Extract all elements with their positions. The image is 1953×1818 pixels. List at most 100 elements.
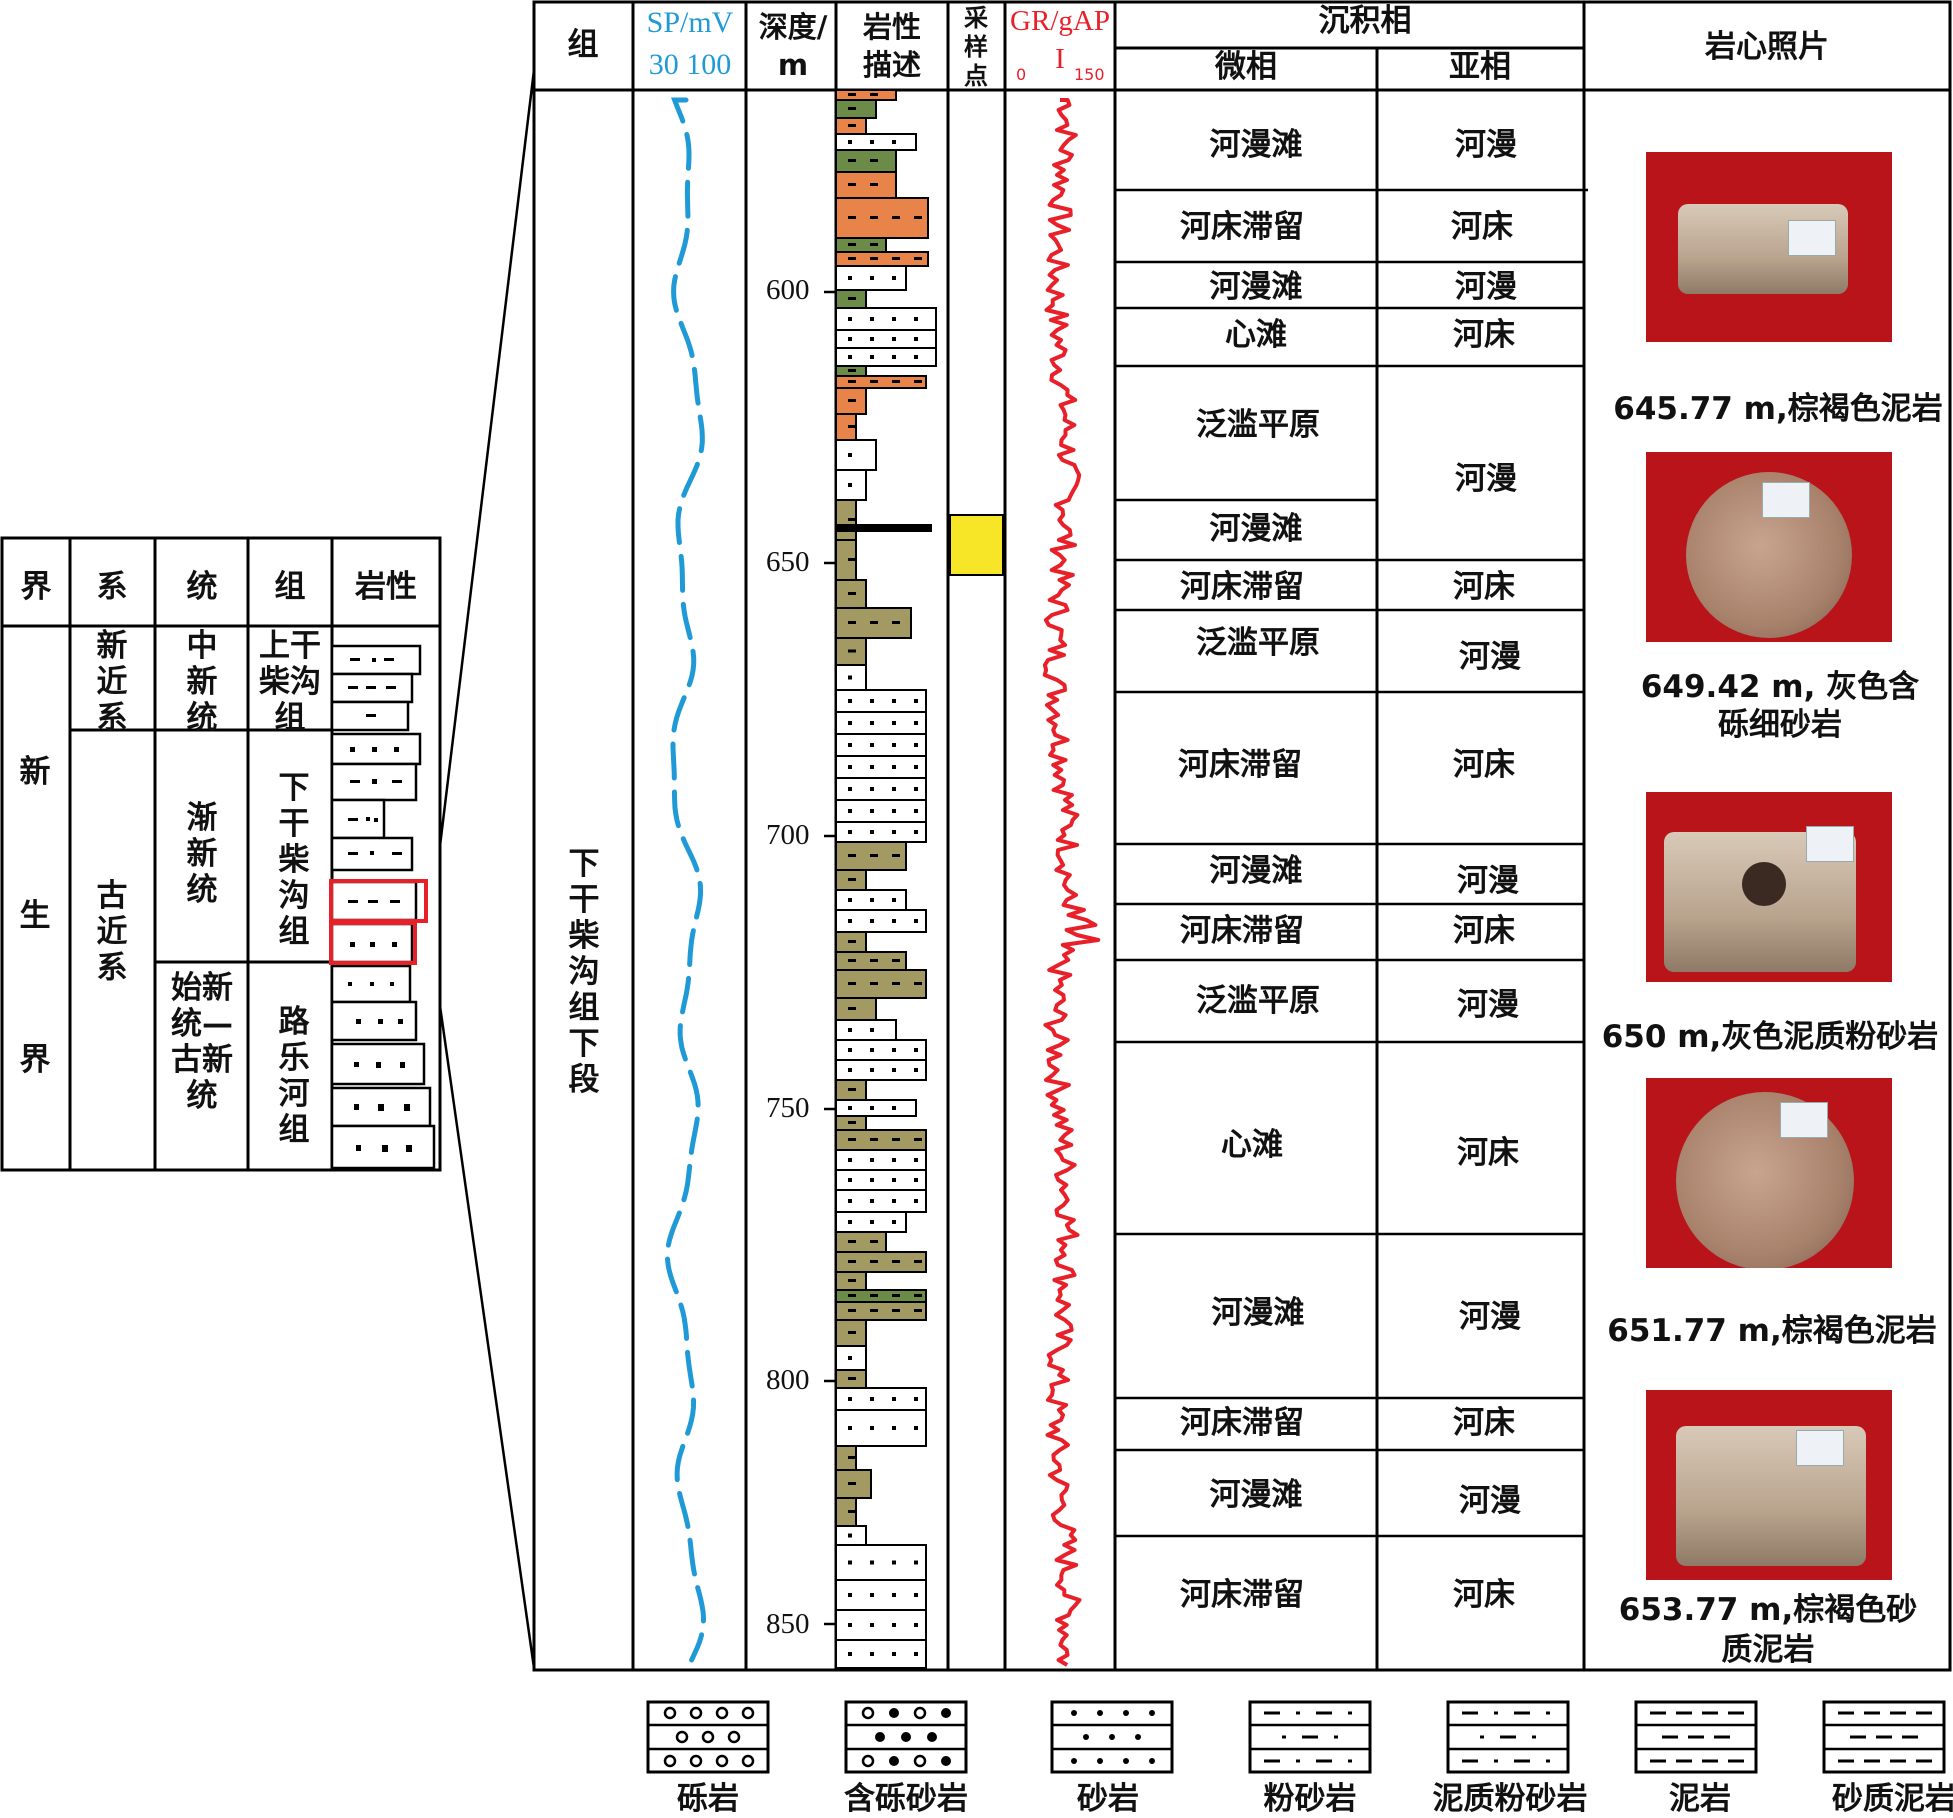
log-header-lithology: 岩性描述 <box>862 10 921 82</box>
legend-symbol-mark <box>1546 1711 1550 1715</box>
legend-symbol-mark <box>663 1754 677 1768</box>
lithology-texture <box>848 257 856 260</box>
microfacies-label: 河床滞留 <box>1180 1577 1304 1613</box>
lithology-texture <box>914 337 918 341</box>
lithology-texture <box>848 592 856 595</box>
subfacies-label: 河床 <box>1451 209 1513 245</box>
lithology-bar <box>835 1251 927 1273</box>
log-header-sample: 采样点 <box>964 4 988 90</box>
lithology-texture <box>848 1199 852 1203</box>
subfacies-label: 河漫 <box>1455 127 1517 163</box>
lithology-texture <box>870 1199 874 1203</box>
legend-symbol-mark <box>689 1754 703 1768</box>
legend-symbol-mark <box>901 1732 911 1742</box>
subfacies-label: 河漫 <box>1459 639 1521 675</box>
lithology-texture <box>892 1593 896 1597</box>
lithology-texture <box>892 355 896 359</box>
lithology-texture <box>870 1068 874 1072</box>
subfacies-label: 河床 <box>1453 569 1515 605</box>
legend-symbol-mark <box>1282 1735 1286 1739</box>
lithology-texture <box>892 721 896 725</box>
lithology-texture <box>848 124 856 127</box>
lithology-bar <box>835 149 897 173</box>
microfacies-label: 河漫滩 <box>1209 1477 1303 1513</box>
microfacies-label: 河漫滩 <box>1209 269 1303 305</box>
lithology-texture <box>848 1426 852 1430</box>
subfacies-label: 河漫 <box>1455 461 1517 497</box>
lithology-bar <box>835 1019 897 1041</box>
lithology-texture <box>848 483 852 487</box>
lithology-bar <box>835 1099 917 1117</box>
lithology-texture <box>848 380 856 383</box>
lithology-texture <box>848 1533 852 1538</box>
depth-label: 850 <box>766 1608 810 1640</box>
lithology-texture <box>848 453 852 457</box>
legend-symbol-mark <box>1296 1711 1300 1715</box>
microfacies-label: 心滩 <box>1225 317 1287 353</box>
log-header-depth: 深度/m <box>758 10 828 82</box>
lithology-texture <box>848 355 852 359</box>
lithology-texture <box>892 809 896 813</box>
lithology-texture <box>848 1356 852 1360</box>
lithology-texture <box>870 216 878 219</box>
legend-symbol-mark <box>861 1706 875 1720</box>
lithology-texture <box>870 1652 874 1656</box>
lithology-bar <box>835 375 927 389</box>
lithology-texture <box>870 898 874 902</box>
lithology-texture <box>870 1426 874 1430</box>
photo-caption: 650 m,灰色泥质粉砂岩 <box>1601 1019 1939 1055</box>
strat-highlight-boxes <box>329 879 428 965</box>
legend-symbol-mark <box>1083 1734 1089 1740</box>
legend-symbol-mark <box>1650 1759 1666 1763</box>
legend-label: 泥岩 <box>1669 1781 1731 1817</box>
lithology-texture <box>892 982 900 985</box>
lithology-texture <box>914 809 918 813</box>
lithology-texture <box>914 1426 918 1430</box>
legend-symbol-mark <box>1494 1711 1498 1715</box>
lithology-texture <box>848 1048 852 1052</box>
lithology-texture <box>914 380 922 383</box>
legend-symbol-mark <box>875 1732 885 1742</box>
lithology-texture <box>892 787 896 791</box>
lithology-texture <box>914 830 918 834</box>
legend-symbol-mark <box>715 1754 729 1768</box>
lithology-texture <box>870 621 878 624</box>
lithology-texture <box>848 721 852 725</box>
lithology-texture <box>892 276 896 280</box>
legend-symbol-mark <box>1462 1711 1478 1715</box>
legend-symbol-mark <box>1316 1759 1332 1763</box>
legend-symbol-mark <box>1264 1759 1280 1763</box>
legend-label: 泥质粉砂岩 <box>1432 1781 1588 1817</box>
legend-symbol-mark <box>1890 1759 1906 1763</box>
lithology-texture <box>848 1331 856 1334</box>
strat-header-formation: 组 <box>274 569 306 605</box>
lithology-texture <box>848 399 856 402</box>
lithology-texture <box>914 787 918 791</box>
lithology-texture <box>914 1158 918 1162</box>
lithology-texture <box>870 854 878 857</box>
formation-lulehe: 路乐河组 <box>278 1004 310 1148</box>
lithology-texture <box>914 1260 922 1263</box>
legend-label: 含砾砂岩 <box>844 1781 968 1817</box>
subfacies-label: 河漫 <box>1457 987 1519 1023</box>
lithology-texture <box>870 1240 878 1243</box>
lithology-texture <box>848 369 856 372</box>
lithology-bar <box>835 347 937 367</box>
photo-caption: 653.77 m,棕褐色砂质泥岩 <box>1618 1592 1918 1668</box>
legend-symbol-mark <box>1838 1711 1854 1715</box>
lithology-texture <box>870 355 874 359</box>
lithology-texture <box>892 140 896 144</box>
lithology-texture <box>892 959 900 962</box>
legend-symbol-mark <box>1688 1735 1704 1739</box>
strat-header-erathem: 界 <box>20 569 52 605</box>
legend-symbol-mark <box>1662 1735 1678 1739</box>
legend-symbol-mark <box>1728 1711 1744 1715</box>
lithology-texture <box>870 1560 874 1565</box>
lithology-texture <box>892 898 896 902</box>
lithology-texture <box>848 1377 856 1380</box>
lithology-texture <box>848 1456 856 1459</box>
legend-symbol-mark <box>1676 1711 1692 1715</box>
lithology-texture <box>848 1178 852 1182</box>
subfacies-label: 河床 <box>1453 1405 1515 1441</box>
microfacies-label: 河床滞留 <box>1180 569 1304 605</box>
